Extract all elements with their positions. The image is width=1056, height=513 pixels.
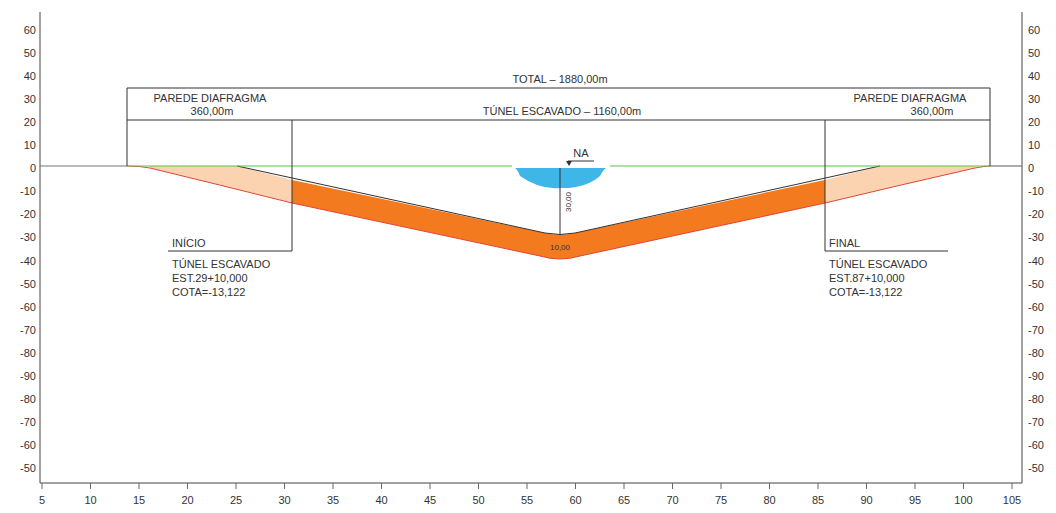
dimension-brackets [127, 88, 990, 251]
axis-value: -50 [1028, 463, 1044, 474]
excavation-line [127, 166, 990, 259]
callout-title: FINAL [829, 238, 860, 249]
station-value: 80 [763, 495, 775, 506]
station-value: 15 [133, 495, 145, 506]
station-value: 55 [521, 495, 533, 506]
thickness-dimension-text: 10,00 [550, 244, 570, 252]
axis-value: -70 [20, 324, 36, 335]
axis-value: -80 [20, 347, 36, 358]
axis-value: -80 [1028, 393, 1044, 404]
station-value: 25 [230, 495, 242, 506]
callout-text: TÚNEL ESCAVADO [829, 259, 927, 270]
station-value: 40 [375, 495, 387, 506]
ground-line [127, 165, 512, 166]
axis-value: -70 [1028, 416, 1044, 427]
axis-value: -30 [20, 232, 36, 243]
callout-text: EST.87+10,000 [829, 273, 905, 284]
callout-text: TÚNEL ESCAVADO [172, 259, 270, 270]
axis-value: -20 [20, 209, 36, 220]
axis-value: -60 [20, 301, 36, 312]
part-name: PAREDE DIAFRAGMA [854, 93, 967, 104]
water-level-label: NA [573, 148, 588, 159]
axis-value: -50 [20, 463, 36, 474]
station-value: 65 [618, 495, 630, 506]
dimension-text: TOTAL – 1880,00m [512, 74, 607, 85]
axis-value: 10 [1028, 140, 1040, 151]
dimension-text: 360,00m [191, 106, 234, 117]
station-value: 90 [860, 495, 872, 506]
axis-value: -60 [20, 439, 36, 450]
axis-value: 50 [1028, 48, 1040, 59]
axis-value: 0 [30, 163, 36, 174]
axis-value: -50 [1028, 278, 1044, 289]
axis-value: -40 [1028, 255, 1044, 266]
depth-dimension-text: 30,00 [565, 192, 573, 212]
station-value: 60 [569, 495, 581, 506]
axis-value: 20 [1028, 117, 1040, 128]
axis-value: 60 [24, 25, 36, 36]
axis-value: -10 [1028, 186, 1044, 197]
ground-line [610, 165, 990, 166]
station-value: 105 [1003, 495, 1021, 506]
station-value: 95 [909, 495, 921, 506]
axis-value: -90 [1028, 370, 1044, 381]
axis-value: 30 [24, 94, 36, 105]
axis-value: 50 [24, 48, 36, 59]
depth-dimension [560, 168, 561, 234]
axis-value: -80 [20, 393, 36, 404]
station-value: 75 [715, 495, 727, 506]
axis-value: -90 [20, 370, 36, 381]
station-value: 70 [666, 495, 678, 506]
axis-value: -70 [20, 416, 36, 427]
axis-value: 0 [1028, 163, 1034, 174]
ground-line [40, 165, 127, 166]
axis-value: 20 [24, 117, 36, 128]
axis-value: 40 [1028, 71, 1040, 82]
part-name: PAREDE DIAFRAGMA [154, 93, 267, 104]
axis-value: -60 [1028, 301, 1044, 312]
axis-value: 10 [24, 140, 36, 151]
frame [40, 12, 1022, 483]
axis-value: -70 [1028, 324, 1044, 335]
station-value: 85 [812, 495, 824, 506]
callout-text: COTA=-13,122 [172, 287, 245, 298]
station-value: 45 [424, 495, 436, 506]
axis-value: -60 [1028, 439, 1044, 450]
station-value: 10 [84, 495, 96, 506]
callout-text: EST.29+10,000 [172, 273, 248, 284]
axis-value: -80 [1028, 347, 1044, 358]
tunnel-band [292, 180, 825, 259]
axis-value: 60 [1028, 25, 1040, 36]
axis-value: 30 [1028, 94, 1040, 105]
axis-value: 40 [24, 71, 36, 82]
tunnel-top-line [237, 166, 880, 235]
station-value: 100 [954, 495, 972, 506]
station-value: 30 [278, 495, 290, 506]
callout-text: COTA=-13,122 [829, 287, 902, 298]
dimension-text: 360,00m [911, 106, 954, 117]
station-value: 35 [327, 495, 339, 506]
dimension-text: TÚNEL ESCAVADO – 1160,00m [483, 106, 642, 117]
axis-value: -10 [20, 186, 36, 197]
water-level-mark [566, 161, 572, 166]
station-value: 50 [472, 495, 484, 506]
axis-value: -20 [1028, 209, 1044, 220]
axis-value: -40 [20, 255, 36, 266]
ground-line [990, 165, 1022, 166]
callout-title: INÍCIO [172, 238, 206, 249]
axis-value: -50 [20, 278, 36, 289]
axis-value: -30 [1028, 232, 1044, 243]
axis-ticks [42, 483, 1012, 489]
station-value: 5 [39, 495, 45, 506]
station-value: 20 [181, 495, 193, 506]
